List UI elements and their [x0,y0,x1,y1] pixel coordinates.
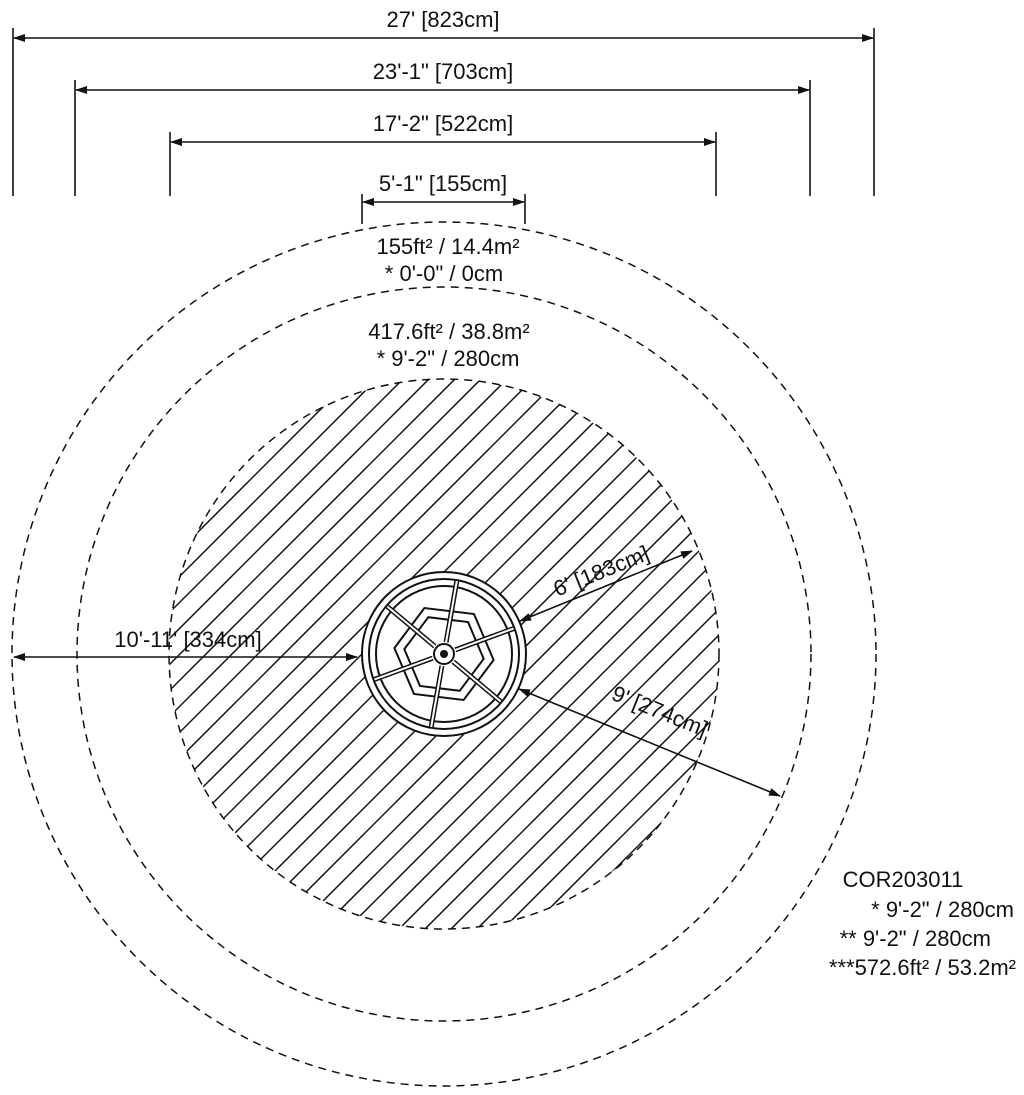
outer-safety-zone [11,221,877,1087]
hatch-line [373,379,719,929]
hatch-line [451,379,719,929]
hatch-line [269,379,719,929]
dim-line-radius-upper-right [519,550,693,622]
equipment-spokes [373,580,515,728]
extension-lines [12,28,875,224]
hatch-line [169,379,365,929]
hatch-line [169,379,677,929]
hatch-line [169,379,417,929]
hatch-line [425,379,719,929]
hatch-line [399,379,719,929]
equipment-spoke-highlight [374,657,434,681]
equipment-hex-inner [403,616,485,692]
radial-dimension-lines [13,550,781,797]
hatch-line [347,379,719,929]
zone-width-label: 23'-1" [703cm] [373,59,513,84]
fall-width-label: 17'-2" [522cm] [373,111,513,136]
hatch-line [169,379,443,929]
equipment-spoke-highlight [454,627,514,651]
equipment-spoke-highlight [430,665,443,728]
hatch-line [217,379,719,929]
hatched-fall-zone [168,378,720,930]
inner-zone-height-label: * 0'-0" / 0cm [385,261,503,286]
hatch-line [169,379,625,929]
equipment-spoke-highlight [386,605,436,648]
hatch-line [169,379,469,929]
overall-dimension-lines [13,34,874,206]
hatch-line [169,379,391,929]
dim-line-radius-lower-right [518,688,781,797]
middle-zone-area-label: 417.6ft² / 38.8m² [368,319,529,344]
overall-dimension-labels: 27' [823cm] 23'-1" [703cm] 17'-2" [522cm… [373,7,513,196]
equipment-spoke-highlight [452,660,502,703]
radius-left-label: 10'-11' [334cm] [114,627,261,652]
product-info-line-2: ** 9'-2" / 280cm [840,926,991,951]
zone-labels: 155ft² / 14.4m² * 0'-0" / 0cm 417.6ft² /… [368,234,529,371]
hatch-line [243,379,719,929]
equipment-top-view [361,571,527,737]
hatch-line [295,379,719,929]
inner-zone-area-label: 155ft² / 14.4m² [376,234,519,259]
equipment-spoke-highlight [445,580,458,643]
hatch-line [321,379,719,929]
equipment-width-label: 5'-1" [155cm] [379,171,507,196]
overall-width-label: 27' [823cm] [386,7,499,32]
hatch-line [169,379,651,929]
hatch-line [477,379,719,929]
product-info-block: COR203011 * 9'-2" / 280cm ** 9'-2" / 280… [829,867,1016,980]
equipment-hex-ring [393,606,495,702]
product-model-label: COR203011 [843,867,964,892]
middle-zone-height-label: * 9'-2" / 280cm [377,346,520,371]
product-info-line-3: ***572.6ft² / 53.2m² [829,955,1016,980]
product-info-line-1: * 9'-2" / 280cm [871,897,1014,922]
radius-upper-right-label: 6' [183cm] [550,541,653,602]
